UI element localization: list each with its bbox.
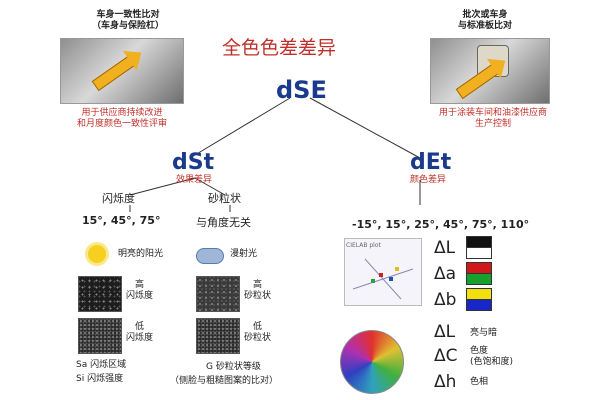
swatch-blue	[466, 299, 492, 311]
high-sparkle-label: 高闪烁度	[126, 280, 153, 302]
delta-c-note: 色度(色饱和度)	[470, 346, 513, 368]
sparkle-angles: 15°, 45°, 75°	[82, 214, 160, 227]
sun-label: 明亮的阳光	[118, 249, 163, 260]
low-sparkle-label: 低闪烁度	[126, 322, 153, 344]
top-right-note: 用于涂装车间和油漆供应商生产控制	[418, 108, 568, 130]
line-root-to-det	[310, 98, 420, 158]
node-det-subtitle: 颜色差异	[410, 175, 446, 186]
page-title: 全色色差差异	[222, 33, 336, 60]
cloud-icon	[196, 248, 224, 264]
grain-grade-note: （侧脸与粗糙图案的比对）	[170, 376, 278, 387]
delta-l2-note: 亮与暗	[470, 328, 497, 339]
grain-angle-note: 与角度无关	[196, 214, 251, 230]
line-root-to-dst	[190, 98, 290, 158]
sparkle-label: 闪烁度	[102, 190, 135, 206]
swatch-light	[466, 247, 492, 259]
top-right-caption: 批次或车身与标准板比对	[440, 10, 530, 32]
grain-label: 砂粒状	[208, 190, 241, 206]
delta-l2-label: ΔL	[434, 322, 455, 342]
node-dst: dSt	[172, 150, 214, 175]
low-grain-label: 低砂粒状	[244, 322, 271, 344]
det-angles: -15°, 15°, 25°, 45°, 75°, 110°	[352, 218, 529, 231]
high-grain-texture	[196, 276, 240, 312]
sparkle-area-label: Sa 闪烁区域	[76, 360, 126, 371]
top-left-note: 用于供应商持续改进和月度颜色一致性评审	[62, 108, 182, 130]
high-sparkle-texture	[78, 276, 122, 312]
lab-scatter-plot: CIELAB plot	[344, 238, 422, 306]
top-left-caption: 车身一致性比对（车身与保险杠）	[78, 10, 178, 32]
color-wheel	[340, 330, 404, 394]
delta-c-label: ΔC	[434, 346, 458, 366]
sun-icon	[88, 245, 106, 263]
root-node-dse: dSE	[276, 76, 327, 104]
cloud-label: 漫射光	[230, 249, 257, 260]
delta-h-label: Δh	[434, 372, 456, 392]
sparkle-intensity-label: Si 闪烁强度	[76, 374, 123, 385]
delta-a-label: Δa	[434, 264, 456, 284]
standard-panel-photo	[430, 38, 550, 104]
grain-grade-label: G 砂粒状等级	[206, 362, 261, 373]
delta-b-label: Δb	[434, 290, 456, 310]
node-dst-subtitle: 效果差异	[176, 175, 212, 186]
delta-l-label: ΔL	[434, 238, 455, 258]
low-grain-texture	[196, 318, 240, 354]
low-sparkle-texture	[78, 318, 122, 354]
car-bumper-photo	[60, 38, 184, 104]
delta-h-note: 色相	[470, 377, 488, 388]
node-det: dEt	[410, 150, 451, 175]
swatch-green	[466, 273, 492, 285]
high-grain-label: 高砂粒状	[244, 280, 271, 302]
